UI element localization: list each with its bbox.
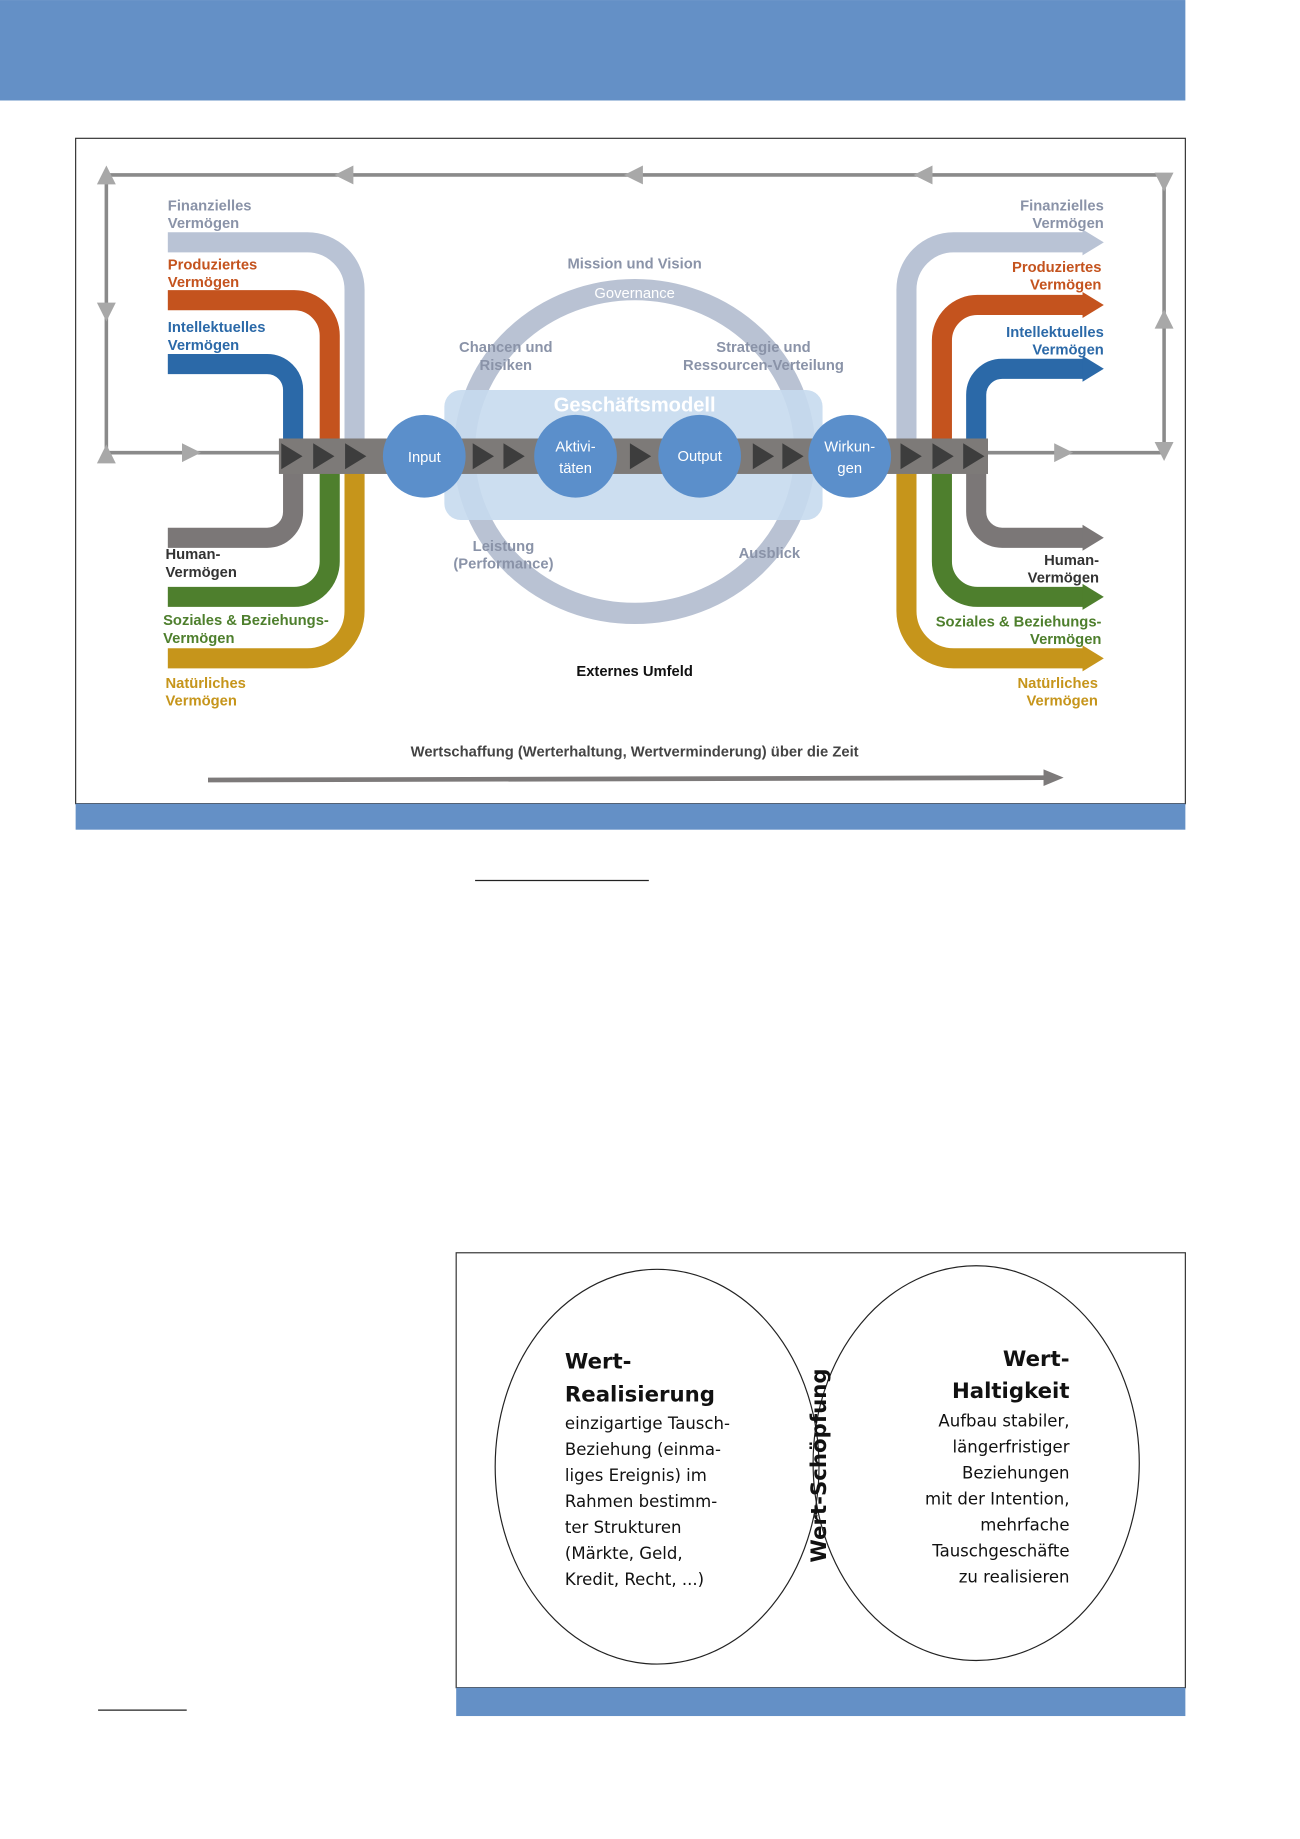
venn-left-circle	[494, 1268, 820, 1665]
flow-social-in	[167, 470, 340, 607]
right-natural-2: Vermögen	[1027, 694, 1098, 710]
right-social-2: Vermögen	[1030, 632, 1101, 648]
right-text-line: zu realisieren	[959, 1567, 1070, 1586]
left-text-line: Beziehung (einma-	[565, 1440, 721, 1459]
timeline-arrow	[207, 775, 1046, 783]
output-label: Output	[677, 449, 721, 465]
left-text-line: Rahmen bestimm-	[565, 1492, 717, 1511]
flow-human-out	[966, 470, 1085, 548]
feedback-arrowheads	[96, 165, 1174, 464]
flow-intellectual-in	[167, 354, 304, 444]
left-capital-flows	[167, 232, 365, 669]
right-capital-flows	[896, 232, 1085, 669]
left-produced-1: Produziertes	[168, 258, 257, 274]
right-text-line: Tauschgeschäfte	[931, 1541, 1069, 1560]
left-text: einzigartige Tausch- Beziehung (einma- l…	[565, 1414, 730, 1589]
flow-natural-in	[167, 470, 365, 669]
right-financial-1: Finanzielles	[1020, 198, 1104, 214]
chances-label-2: Risiken	[480, 358, 533, 374]
flow-produced-out	[931, 294, 1085, 444]
right-produced-1: Produziertes	[1012, 260, 1101, 276]
governance-label: Governance	[594, 286, 674, 302]
flow-human-in	[167, 470, 304, 548]
strategy-label-2: Ressourcen-Verteilung	[683, 358, 844, 374]
left-intellectual-1: Intellektuelles	[168, 320, 266, 336]
left-text-line: Kredit, Recht, ...)	[565, 1570, 704, 1589]
right-title-2: Haltigkeit	[952, 1379, 1070, 1404]
right-text-line: mit der Intention,	[925, 1489, 1070, 1508]
left-financial-1: Finanzielles	[168, 198, 252, 214]
left-human-1: Human-	[165, 547, 220, 563]
right-text-line: längerfristiger	[953, 1437, 1070, 1456]
right-intellectual-2: Vermögen	[1032, 343, 1103, 359]
figure2-frame	[455, 1252, 1186, 1689]
input-circle	[382, 414, 466, 498]
performance-label-1: Leistung	[473, 539, 535, 555]
input-label: Input	[408, 450, 441, 466]
right-text-line: mehrfache	[980, 1515, 1069, 1534]
left-human-2: Vermögen	[165, 565, 236, 581]
process-circles	[382, 414, 892, 498]
output-circle	[658, 414, 741, 498]
external-environment-label: Externes Umfeld	[576, 664, 693, 680]
strategy-label-1: Strategie und	[716, 340, 810, 356]
outcomes-circle	[808, 414, 892, 498]
figure1-caption-bar	[75, 803, 1186, 830]
business-model-title: Geschäftsmodell	[554, 394, 716, 416]
activities-circle	[534, 414, 617, 498]
outcomes-label-1: Wirkun-	[824, 439, 875, 455]
left-title-2: Realisierung	[565, 1383, 715, 1408]
left-natural-2: Vermögen	[165, 694, 236, 710]
left-natural-1: Natürliches	[165, 676, 245, 692]
chances-label-1: Chancen und	[459, 340, 553, 356]
right-natural-1: Natürliches	[1017, 676, 1097, 692]
mission-label: Mission und Vision	[567, 256, 701, 272]
right-text: Aufbau stabiler, längerfristiger Beziehu…	[925, 1411, 1070, 1586]
left-produced-2: Vermögen	[168, 275, 239, 291]
left-text-line: einzigartige Tausch-	[565, 1414, 730, 1433]
left-text-line: liges Ereignis) im	[565, 1466, 707, 1485]
outcomes-label-2: gen	[837, 461, 862, 477]
right-financial-2: Vermögen	[1032, 216, 1103, 232]
right-title-1: Wert-	[1003, 1347, 1070, 1372]
venn-right-circle	[812, 1265, 1140, 1662]
timeline-label: Wertschaffung (Werterhaltung, Wertvermin…	[411, 744, 859, 760]
flow-produced-in	[167, 290, 340, 444]
figure-value-creation: Input Aktivi- täten Output Wirkun- gen G…	[75, 137, 1186, 830]
left-financial-2: Vermögen	[168, 216, 239, 232]
flow-financial-out	[896, 232, 1085, 444]
right-text-line: Beziehungen	[962, 1463, 1070, 1482]
flow-natural-out	[896, 470, 1085, 669]
timeline-arrowhead	[1043, 769, 1064, 786]
center-label: Wert-Schöpfung	[807, 1368, 832, 1562]
right-text-line: Aufbau stabiler,	[938, 1411, 1069, 1430]
right-human-2: Vermögen	[1028, 571, 1099, 587]
left-social-2: Vermögen	[163, 631, 234, 647]
left-intellectual-2: Vermögen	[168, 338, 239, 354]
process-arrowheads	[281, 443, 985, 470]
left-social-1: Soziales & Beziehungs-	[163, 613, 329, 629]
right-social-1: Soziales & Beziehungs-	[936, 614, 1102, 630]
right-produced-2: Vermögen	[1030, 278, 1101, 294]
flow-intellectual-out	[966, 358, 1085, 444]
flow-financial-in	[167, 232, 365, 444]
flow-social-out	[931, 470, 1085, 607]
right-flow-arrowheads	[1082, 229, 1104, 672]
right-human-1: Human-	[1044, 553, 1099, 569]
performance-label-2: (Performance)	[453, 557, 553, 573]
left-title-1: Wert-	[565, 1350, 632, 1375]
activities-label-2: täten	[559, 461, 592, 477]
figure-value-venn: Wert- Realisierung einzigartige Tausch- …	[455, 1252, 1186, 1717]
activities-label-1: Aktivi-	[555, 439, 595, 455]
header-band	[0, 0, 1186, 101]
right-intellectual-1: Intellektuelles	[1006, 325, 1104, 341]
left-text-line: ter Strukturen	[565, 1518, 682, 1537]
figure2-caption-bar	[456, 1687, 1186, 1717]
outlook-label: Ausblick	[739, 546, 801, 562]
left-text-line: (Märkte, Geld,	[565, 1544, 683, 1563]
